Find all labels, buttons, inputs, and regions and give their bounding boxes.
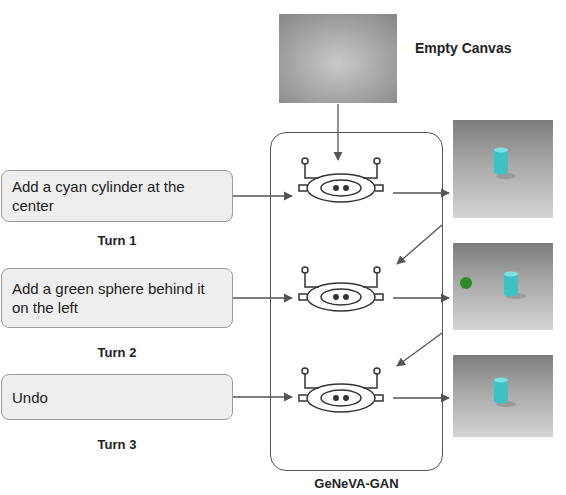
instruction-box: Add a green sphere behind it on the left [1,268,233,328]
input-arrow [233,297,292,298]
scene-2 [453,243,553,330]
flow-arrows [338,104,449,398]
robot-icon [299,267,383,311]
input-arrow [233,396,292,397]
robot-icons [299,158,383,412]
instruction-text: Undo [12,388,48,407]
turn-label: Turn 3 [98,437,137,452]
instruction-box: Undo [1,374,233,420]
scene-3 [453,355,553,437]
robot-icon [299,158,383,202]
turn-label: Turn 1 [98,233,137,248]
input-arrow [233,195,292,196]
scene-1 [453,120,553,218]
model-name: GeNeVA-GAN [251,476,462,491]
robot-icon [299,368,383,412]
empty-canvas [279,14,397,103]
turn-label: Turn 2 [98,345,137,360]
canvas-label: Empty Canvas [415,40,511,56]
instruction-text: Add a cyan cylinder at the center [12,177,222,215]
model-container: GeNeVA-GAN [270,132,443,471]
instruction-box: Add a cyan cylinder at the center [1,170,233,222]
instruction-text: Add a green sphere behind it on the left [12,279,222,317]
